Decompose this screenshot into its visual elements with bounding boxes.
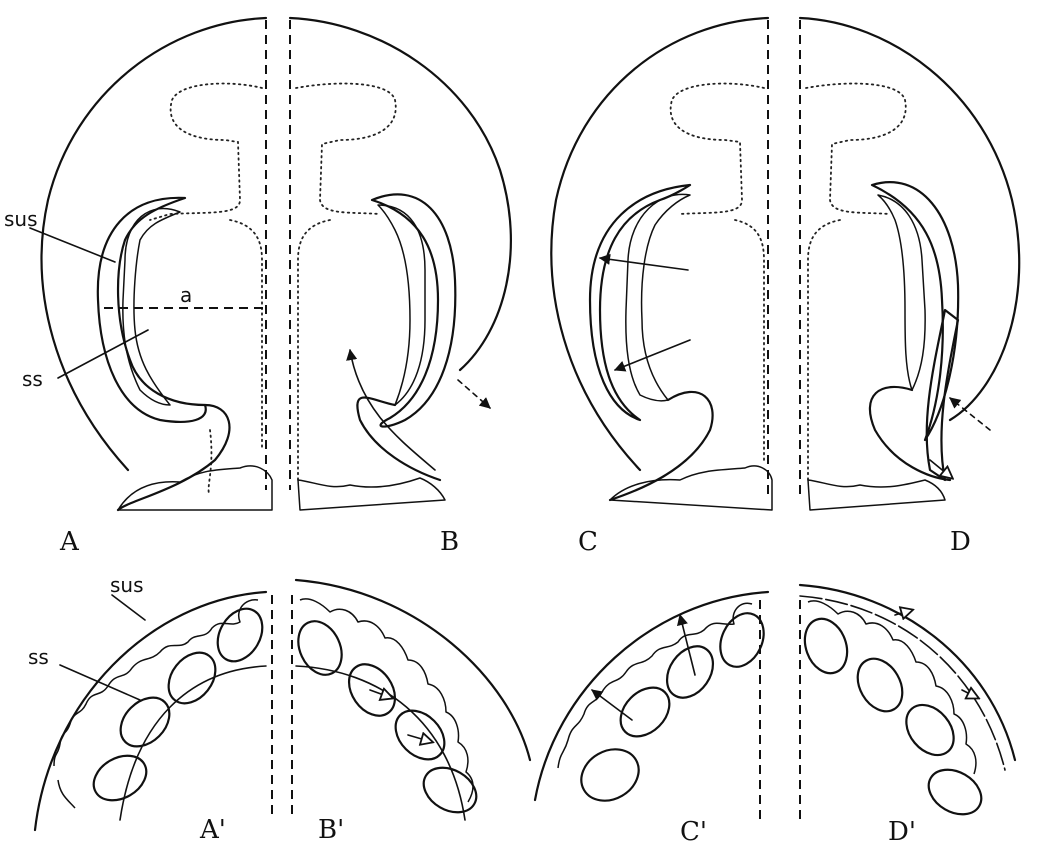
panel-label-C: C — [578, 527, 598, 557]
label-sus: sus — [4, 207, 38, 231]
panel-label-D2: D' — [888, 817, 916, 847]
inner-body-D2 — [808, 220, 840, 480]
suspensor-B — [372, 194, 455, 426]
suspensor-A — [98, 198, 206, 422]
arrow-B-out — [458, 380, 490, 408]
inner-body-B2 — [298, 220, 330, 480]
oval-A2-4 — [86, 747, 154, 810]
leader-sus2 — [112, 595, 145, 620]
inner-arc-B2 — [296, 666, 465, 820]
outer-arc-A2 — [35, 592, 266, 830]
base-frill-A — [118, 466, 272, 510]
panel-label-A: A — [59, 527, 80, 557]
oval-C2-4 — [572, 739, 648, 811]
label-ss: ss — [22, 367, 43, 391]
base-frill-D — [808, 480, 945, 510]
frilled-margin-D — [878, 195, 925, 390]
oval-D2-1 — [798, 613, 855, 679]
label-a: a — [180, 283, 192, 307]
oval-B2-4 — [416, 759, 484, 822]
panel-label-D: D — [950, 527, 971, 557]
frill-end-A2 — [58, 780, 75, 808]
label-sus-2: sus — [110, 573, 144, 597]
panel-label-C2: C' — [680, 817, 707, 847]
oval-A2-2 — [159, 644, 225, 713]
figure-AB — [30, 18, 511, 510]
frilled-margin-A — [123, 209, 180, 405]
inner-body-A — [150, 84, 262, 220]
figure-CD — [551, 18, 1019, 510]
arrow-B2-2 — [408, 735, 432, 742]
outer-envelope-C — [551, 18, 768, 470]
outer-envelope-A — [42, 18, 266, 470]
base-frill-C — [610, 466, 772, 510]
oval-D2-2 — [849, 651, 912, 719]
outer-envelope-D — [800, 18, 1019, 420]
inner-arc-A2 — [120, 666, 266, 820]
oval-B2-3 — [386, 701, 454, 769]
arrow-B-curve — [350, 350, 435, 470]
inner-body-A2 — [230, 220, 262, 450]
oval-A2-3 — [111, 688, 179, 756]
inner-body-B — [296, 84, 396, 214]
inner-body-C2 — [735, 220, 764, 460]
arrow-C2-1 — [680, 615, 695, 675]
arrow-D-open — [930, 460, 952, 478]
figure-C2D2 — [535, 585, 1015, 823]
leader-ss2 — [60, 665, 140, 700]
frill-band-A2 — [54, 600, 258, 766]
panel-label-B: B — [440, 527, 459, 557]
oval-C2-1 — [712, 606, 772, 674]
panel-label-A2: A' — [199, 815, 226, 845]
panel-label-B2: B' — [318, 815, 344, 845]
frilled-margin-B — [378, 205, 425, 405]
oval-D2-4 — [921, 761, 989, 824]
oval-B2-1 — [290, 614, 350, 682]
frilled-margin-C — [626, 194, 690, 400]
base-frill-B — [298, 478, 445, 510]
label-ss-2: ss — [28, 645, 49, 669]
frill-band-B2 — [300, 599, 473, 802]
figure-A2B2 — [35, 580, 530, 830]
